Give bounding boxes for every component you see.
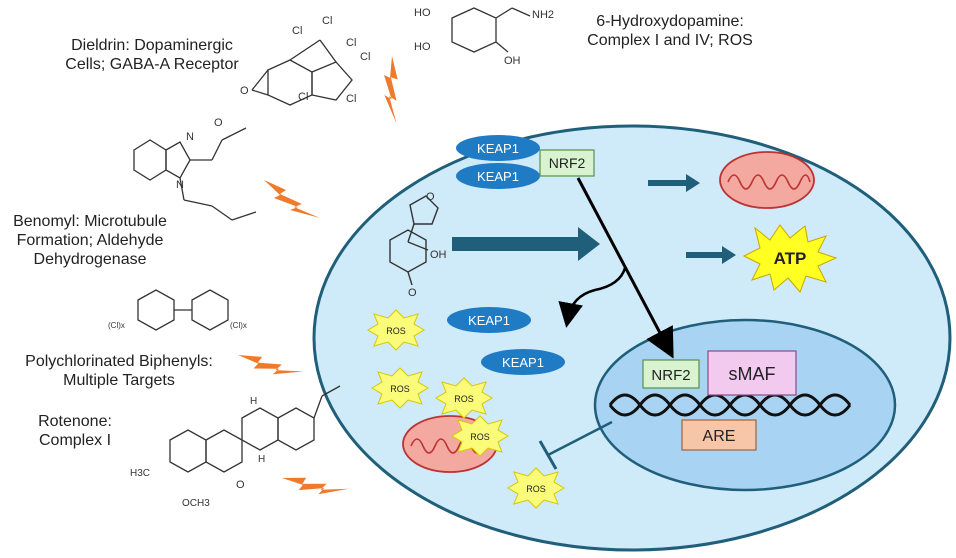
ros-label-2: ROS (390, 384, 410, 394)
keap1-free-2-label: KEAP1 (502, 355, 544, 370)
dieldrin-cl-6: Cl (298, 91, 308, 103)
keap1-complex-bottom (456, 163, 540, 189)
lightning-bolt-2 (264, 180, 320, 218)
lightning-bolt-3 (238, 335, 304, 391)
compound-o-label-2: O (408, 287, 417, 299)
nrf2-nuclear-box (642, 359, 700, 389)
dieldrin-cl-1: Cl (292, 25, 302, 37)
compound-o-label-1: O (426, 191, 435, 203)
ros-label-3: ROS (454, 394, 474, 404)
keap1-complex-top (456, 135, 540, 161)
nrf2-bound-label: NRF2 (549, 155, 586, 171)
keap1-free-1 (447, 307, 531, 333)
pcb-structure (137, 289, 229, 331)
keap1-complex-bottom-label: KEAP1 (477, 169, 519, 184)
pcb-cl-left: (Cl)x (108, 321, 125, 330)
arrow-to-mitochondria (648, 174, 700, 192)
rotenone-och3: OCH3 (182, 498, 210, 509)
ros-label-4: ROS (470, 432, 490, 442)
pcb-cl-right: (Cl)x (230, 321, 247, 330)
rotenone-o: O (236, 479, 245, 491)
dieldrin-cl-4: Cl (360, 51, 370, 63)
rotenone-h-2: H (258, 454, 265, 465)
nrf2-translocation-arrow (576, 177, 674, 359)
ros-label-1: ROS (386, 326, 406, 336)
keap1-free-2 (481, 349, 565, 375)
dieldrin-label: Dieldrin: Dopaminergic Cells; GABA-A Rec… (65, 37, 239, 73)
compound-action-arrow (452, 227, 600, 261)
benomyl-structure (133, 127, 257, 221)
dieldrin-cl-3: Cl (346, 37, 356, 49)
keap1-complex-top-label: KEAP1 (477, 141, 519, 156)
smaf-label: sMAF (729, 364, 776, 384)
pcb-label: Polychlorinated Biphenyls: Multiple Targ… (25, 353, 213, 389)
atp-label: ATP (774, 249, 807, 268)
rotenone-label: Rotenone: Complex I (38, 413, 112, 449)
are-box (681, 419, 757, 451)
dna-helix (608, 393, 852, 417)
inhibition-bar (538, 440, 558, 470)
keap1-release-arrow (558, 267, 627, 328)
dieldrin-cl-2: Cl (322, 15, 332, 27)
nrf2-bound-box (539, 149, 595, 177)
hydroxydopamine-oh: OH (504, 55, 521, 67)
keap1-free-1-label: KEAP1 (468, 313, 510, 328)
protective-compound-structure (389, 195, 439, 286)
dieldrin-o: O (240, 85, 249, 97)
hydroxydopamine-ho-2: HO (414, 41, 431, 53)
hydroxydopamine-structure (451, 7, 531, 53)
rotenone-structure (169, 385, 341, 473)
benomyl-n-1: N (186, 131, 194, 143)
hydroxydopamine-nh2: NH2 (532, 9, 554, 21)
rotenone-h-1: H (250, 396, 257, 407)
ros-bursts: ROS ROS ROS ROS ROS (367, 309, 565, 509)
smaf-box (707, 350, 797, 396)
are-label: ARE (703, 428, 736, 445)
inhibition-line (547, 420, 613, 457)
lightning-bolt-1 (362, 56, 427, 124)
hydroxydopamine-ho-1: HO (414, 7, 431, 19)
hydroxydopamine-label: 6-Hydroxydopamine: Complex I and IV; ROS (587, 13, 753, 49)
nrf2-nuclear-label: NRF2 (651, 367, 690, 384)
dieldrin-structure (251, 39, 353, 106)
dieldrin-cl-5: Cl (346, 93, 356, 105)
benomyl-label: Benomyl: Microtubule Formation; Aldehyde… (13, 213, 167, 268)
benomyl-o: O (214, 117, 223, 129)
compound-oh-label: OH (430, 249, 447, 261)
atp-burst (742, 224, 838, 293)
ros-label-5: ROS (526, 484, 546, 494)
mitochondrion-healthy (719, 151, 815, 209)
rotenone-ch3o: H3C (130, 468, 150, 479)
lightning-bolt-4 (282, 454, 349, 513)
arrow-to-atp (686, 246, 736, 264)
benomyl-n-2: N (176, 179, 184, 191)
